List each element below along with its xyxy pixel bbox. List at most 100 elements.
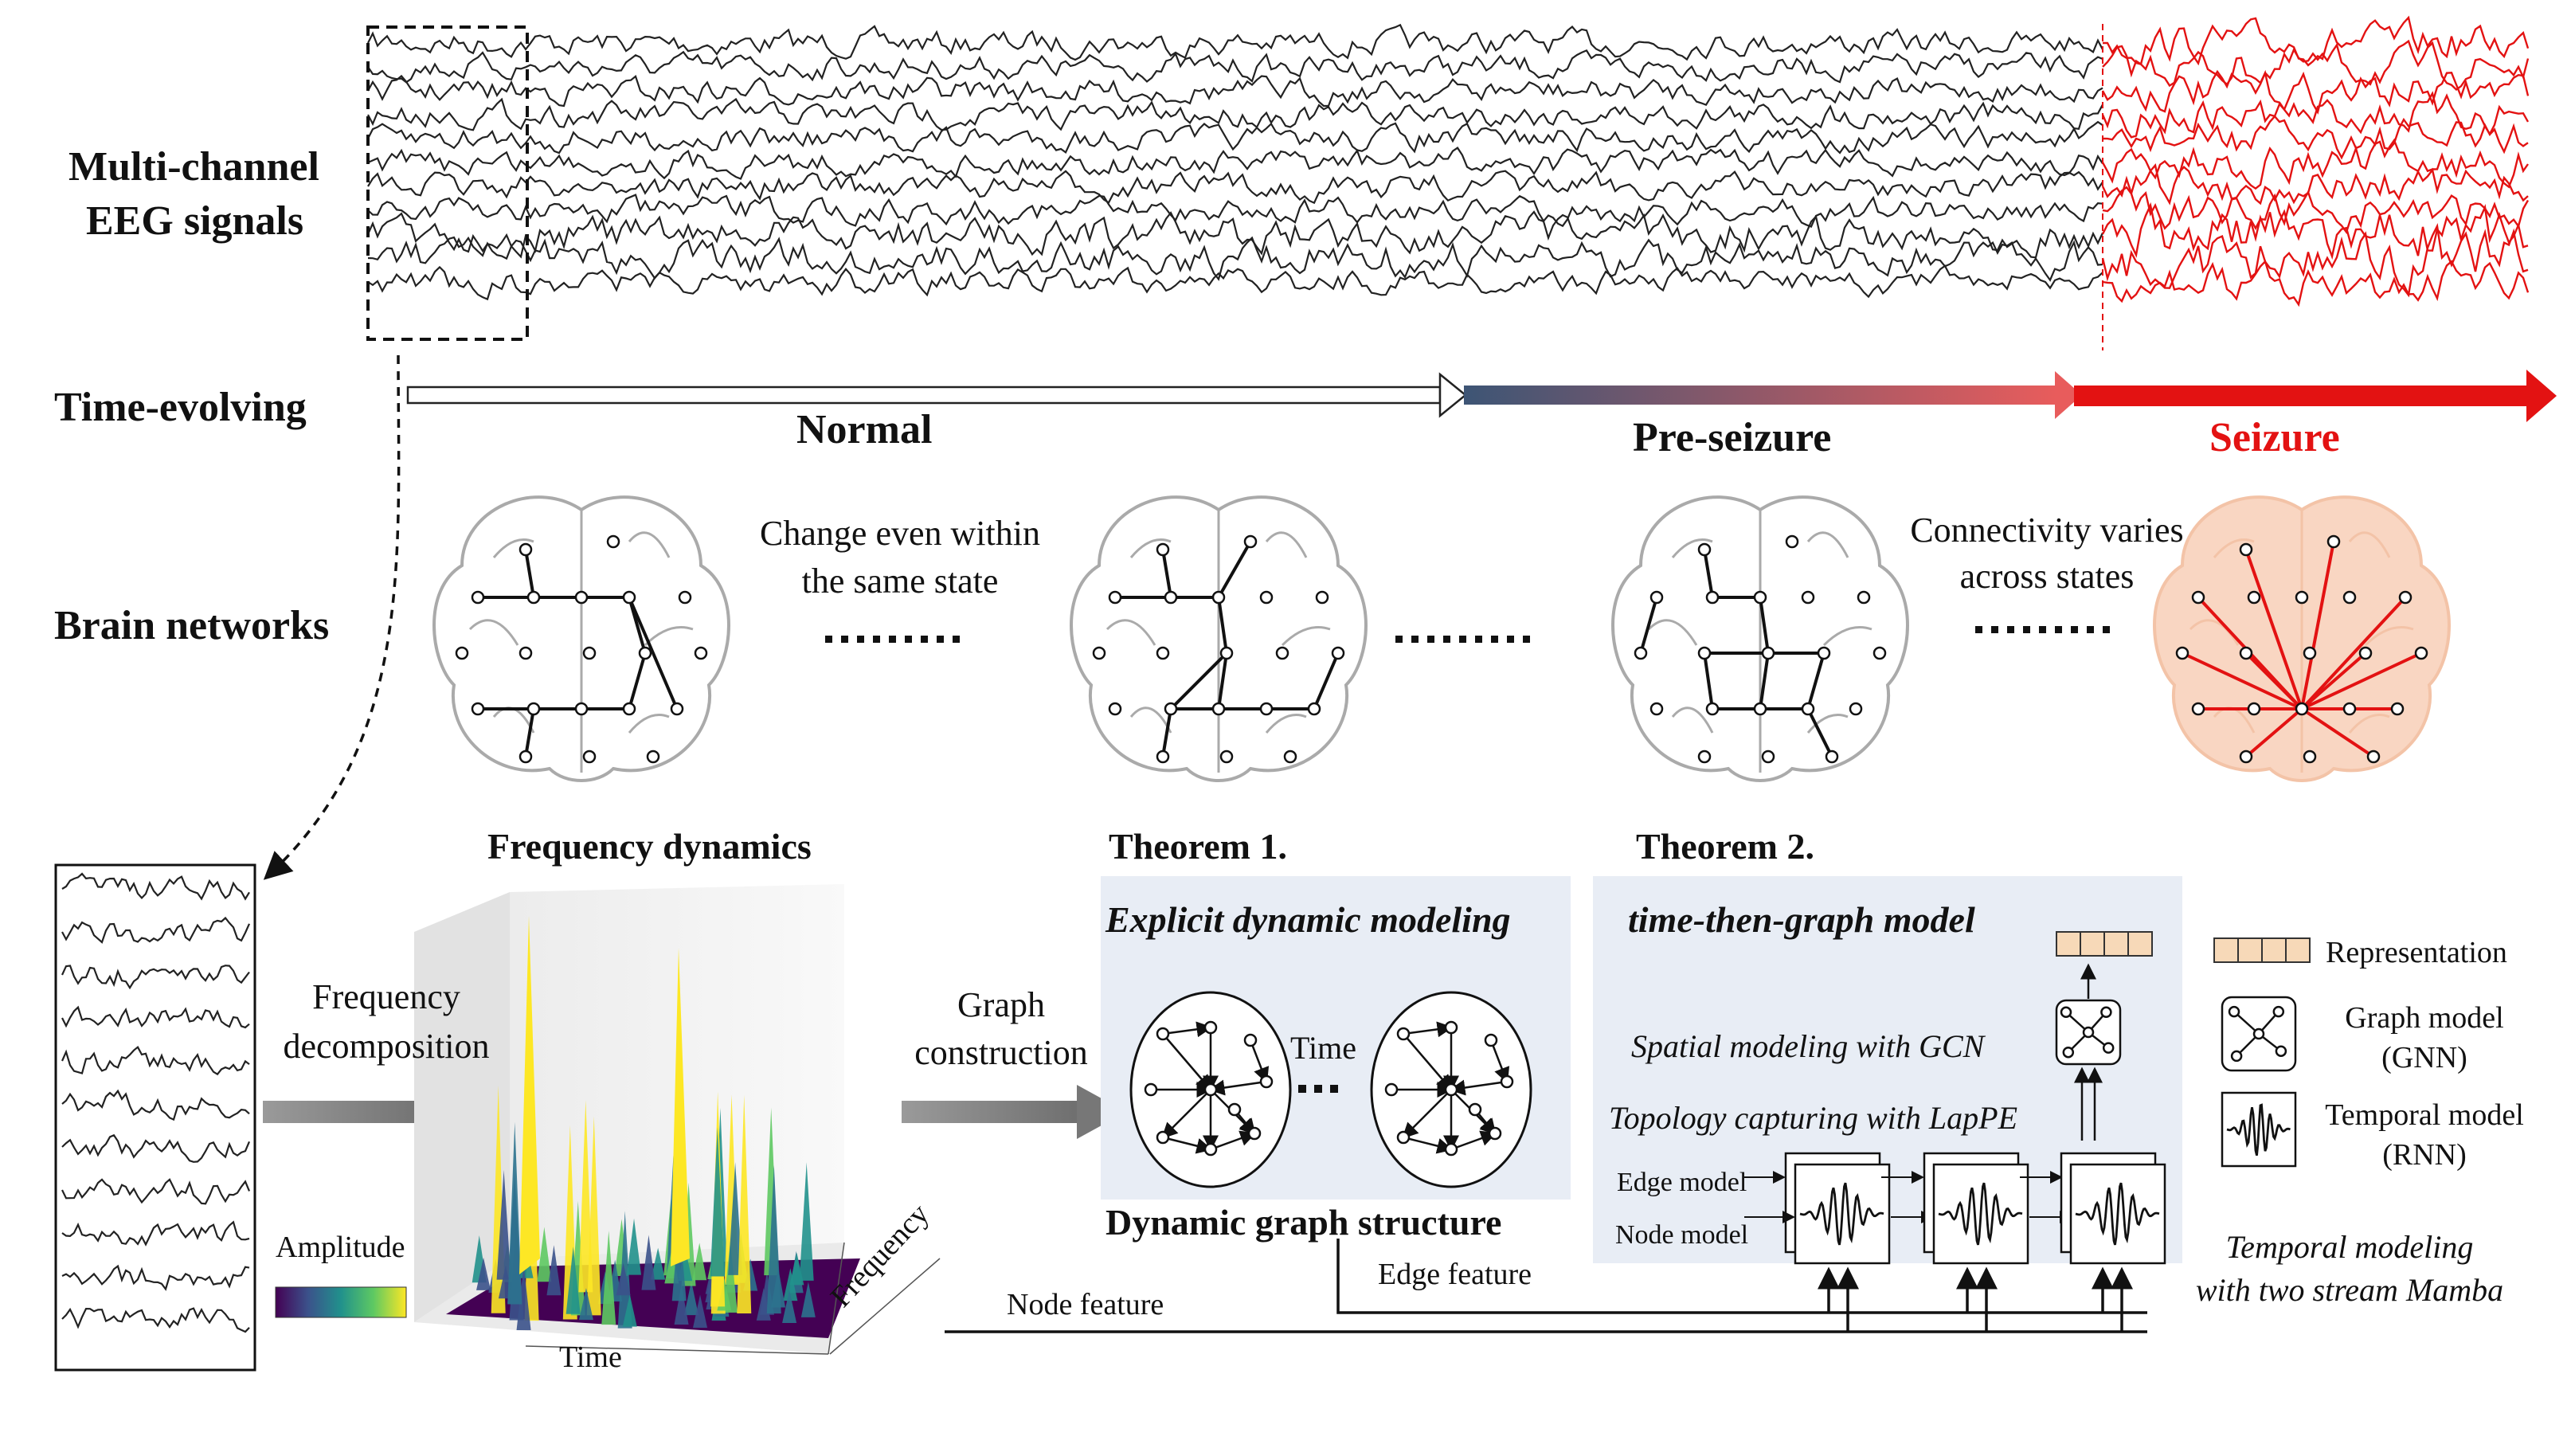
time-evolving-label: Time-evolving [54, 385, 307, 430]
ellipsis-dot [873, 636, 880, 643]
network-node [2239, 646, 2253, 660]
network-edge [2301, 652, 2422, 710]
brain-fold [1806, 714, 1849, 734]
rep-cell [2080, 931, 2105, 957]
graph-node [1144, 1082, 1158, 1097]
rep-cell [2261, 937, 2287, 963]
spectrogram-peak [565, 1247, 581, 1314]
eeg-snippet-traces [61, 872, 251, 1333]
brain-fold [1265, 531, 1308, 558]
brain-network [1070, 495, 1368, 782]
network-node [471, 590, 485, 605]
gnn-node [2275, 1045, 2287, 1057]
ellipsis-dot [2103, 626, 2110, 633]
edge-feature-label: Edge feature [1378, 1258, 1532, 1291]
ellipsis-dots [825, 626, 2110, 643]
spectrogram-3d [414, 884, 941, 1355]
graph-edge [1162, 1021, 1213, 1038]
brain-fold [2213, 538, 2255, 558]
eeg-channel [367, 120, 2103, 155]
eeg-channel [367, 194, 2103, 229]
graph-node [1468, 1102, 1482, 1117]
ellipsis-dot [1459, 636, 1466, 643]
brain-fold [1647, 619, 1698, 646]
network-node [694, 646, 708, 660]
ellipsis-dot [825, 636, 832, 643]
network-node [2390, 702, 2405, 716]
rep-cell [2127, 931, 2153, 957]
network-node [1164, 590, 1178, 605]
ellipsis-dot [953, 636, 960, 643]
ellipsis-dot [841, 636, 848, 643]
ttg-title: time-then-graph model [1628, 899, 1975, 940]
network-node [1156, 542, 1170, 557]
ellipsis-dot [2023, 626, 2030, 633]
eeg-zoom-dashed-arrow [263, 354, 401, 880]
ellipsis-dot [1395, 636, 1403, 643]
network-node [2191, 702, 2205, 716]
network-edge [1806, 652, 1826, 710]
network-node [1705, 702, 1720, 716]
ellipsis-dot [1411, 636, 1419, 643]
network-node [2342, 590, 2357, 605]
legend-gnn-line2: (GNN) [2381, 1041, 2467, 1074]
brain-fold [1281, 626, 1331, 647]
snippet-channel [61, 1307, 250, 1333]
graph-node [1444, 1020, 1458, 1035]
network-node [1753, 702, 1767, 716]
spectrogram-peak [674, 1284, 689, 1325]
brain-networks-label: Brain networks [54, 603, 330, 648]
network-node [2303, 750, 2317, 764]
mamba-temporal-blocks [1744, 1152, 2166, 1265]
ellipsis-dot [937, 636, 944, 643]
conn-note-line2: across states [1959, 557, 2135, 596]
graph-node [1243, 1033, 1258, 1047]
gnn-node [2100, 1006, 2112, 1019]
spectrogram-peak [728, 1162, 743, 1275]
graph-edge [1208, 1079, 1267, 1096]
spectrogram-peak [578, 1288, 593, 1321]
spectrogram-peak [641, 1235, 656, 1290]
network-node [1697, 542, 1712, 557]
gnn-node [2252, 1027, 2265, 1040]
graph-edge [1450, 1130, 1497, 1151]
preseizure-arrow [1464, 371, 2082, 419]
network-node [1259, 702, 1274, 716]
graph-edge [1162, 1136, 1213, 1154]
spectrogram-peak [782, 1290, 797, 1324]
spectrogram-peak [507, 1121, 522, 1305]
graph-edge [1210, 1130, 1257, 1151]
ellipsis-dot [921, 636, 928, 643]
network-node [1315, 590, 1329, 605]
graph-node [1384, 1082, 1399, 1097]
network-node [622, 590, 636, 605]
graph-node [1156, 1027, 1170, 1041]
brain-fold [2348, 531, 2391, 558]
network-node [519, 646, 533, 660]
network-node [2239, 750, 2253, 764]
network-edge [2244, 707, 2303, 758]
network-edge [2300, 596, 2407, 710]
spectrogram-peak [546, 1245, 562, 1296]
graph-node [1488, 1126, 1502, 1141]
snippet-channel [61, 1264, 250, 1291]
eeg-channel [367, 97, 2103, 131]
dynamic-graph-ellipses [1129, 991, 1532, 1188]
network-edge [2300, 707, 2375, 758]
graph-edge [1402, 1089, 1452, 1139]
snippet-channel [61, 1178, 251, 1205]
ellipsis-dot [2087, 626, 2094, 633]
network-node [1785, 534, 1799, 549]
seizure-channel [2102, 186, 2530, 234]
network-node [2247, 590, 2261, 605]
axis-time-label: Time [559, 1341, 622, 1374]
eeg-signal-traces [366, 23, 2103, 301]
network-node [2303, 646, 2317, 660]
spectrogram-peak [622, 1294, 637, 1327]
network-edge [628, 652, 647, 710]
rep-cell [2103, 931, 2129, 957]
eeg-channel [367, 147, 2103, 180]
network-node [1761, 750, 1775, 764]
eeg-window-selection [366, 25, 529, 341]
eeg-label-line2: EEG signals [86, 198, 304, 244]
